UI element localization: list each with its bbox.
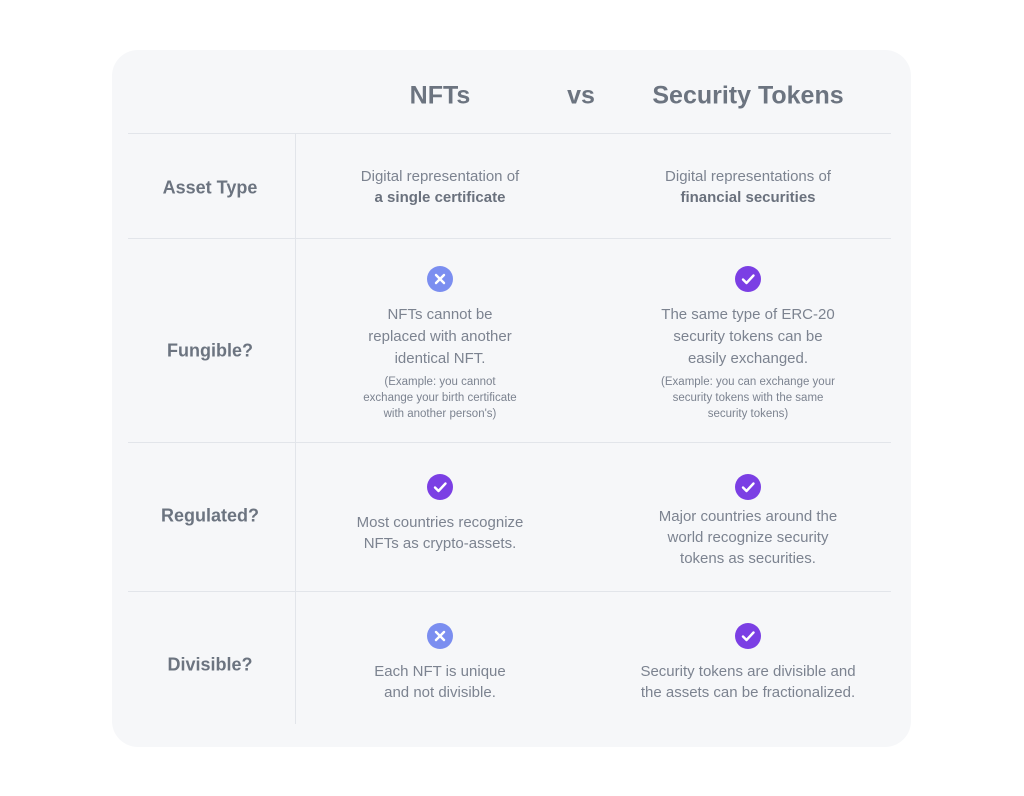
nft-regulated-cell: Most countries recognize NFTs as crypto-… xyxy=(356,514,524,552)
header-nfts: NFTs xyxy=(409,81,471,110)
nft-fungible-cell: NFTs cannot be replaced with another ide… xyxy=(363,306,517,420)
sec-fungible-cell: The same type of ERC-20 security tokens … xyxy=(661,306,835,420)
header-security-tokens: Security Tokens xyxy=(652,81,844,110)
x-circle-icon xyxy=(427,623,453,649)
row-label-divisible: Divisible? xyxy=(167,654,253,675)
divider-row-1 xyxy=(128,238,891,239)
divider-header xyxy=(128,133,891,134)
x-circle-icon xyxy=(427,266,453,292)
header-vs: vs xyxy=(567,81,595,110)
check-circle-icon xyxy=(427,474,453,500)
sec-divisible-cell: Security tokens are divisible and the as… xyxy=(640,663,856,701)
row-label-fungible: Fungible? xyxy=(167,340,253,361)
check-circle-icon xyxy=(735,623,761,649)
divider-row-2 xyxy=(128,442,891,443)
sec-regulated-cell: Major countries around the world recogni… xyxy=(658,508,838,567)
divider-vertical xyxy=(295,134,296,724)
row-label-asset-type: Asset Type xyxy=(162,177,258,198)
comparison-card xyxy=(112,50,911,747)
check-circle-icon xyxy=(735,474,761,500)
nft-divisible-cell: Each NFT is unique and not divisible. xyxy=(374,663,506,701)
divider-row-3 xyxy=(128,591,891,592)
row-label-regulated: Regulated? xyxy=(160,505,260,526)
check-circle-icon xyxy=(735,266,761,292)
